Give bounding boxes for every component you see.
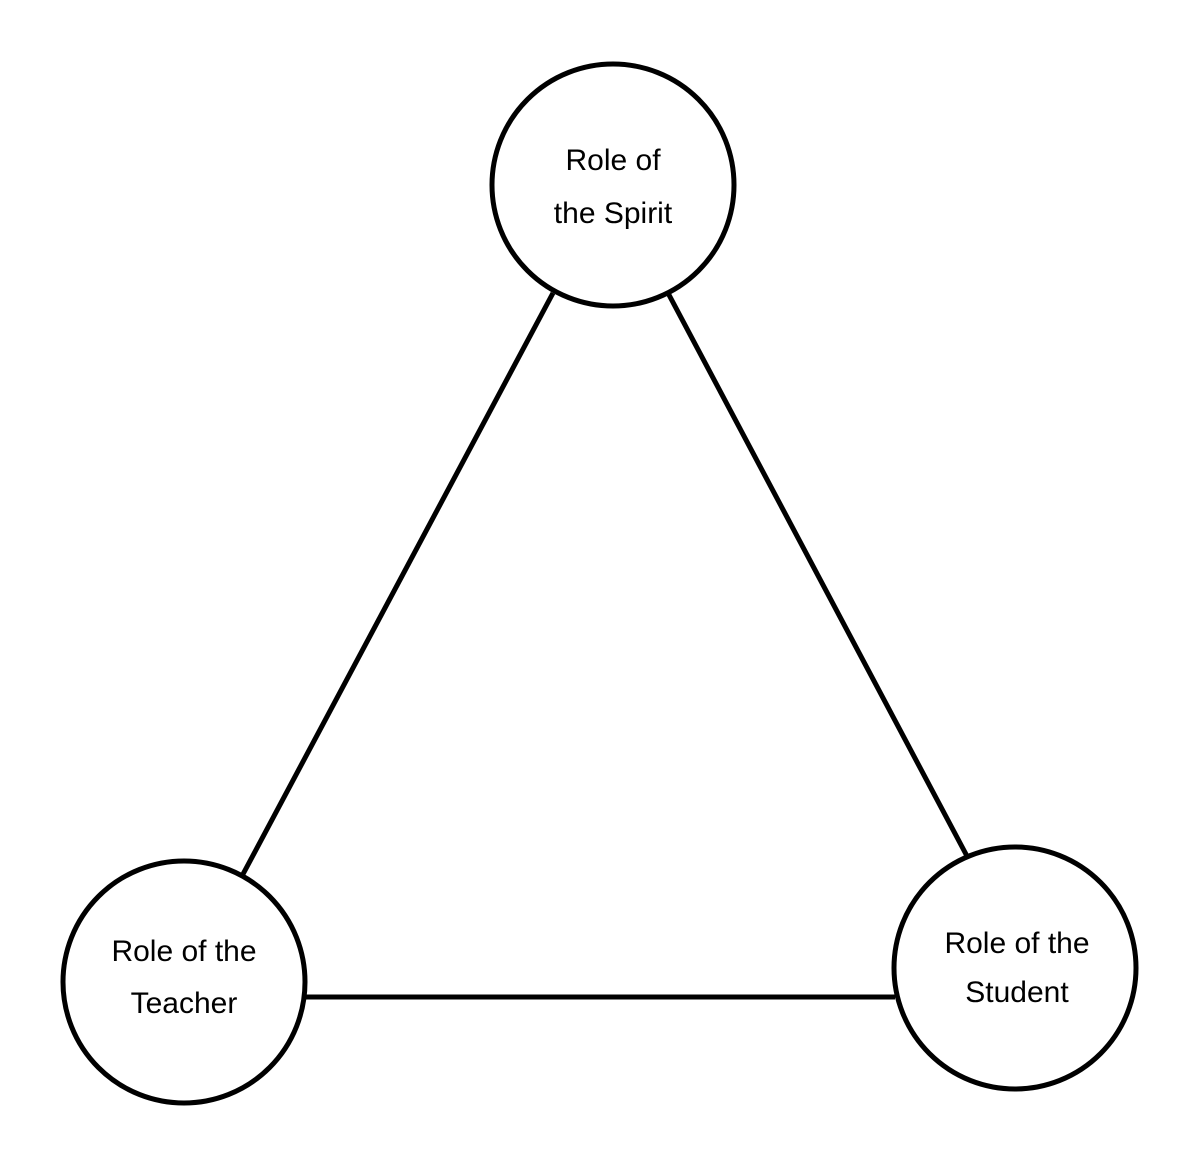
node-teacher: Role of the Teacher <box>60 858 308 1106</box>
node-teacher-circle <box>60 858 308 1106</box>
node-student-label-line1: Role of the <box>944 927 1089 960</box>
node-student-label-line2: Student <box>965 976 1069 1009</box>
node-spirit-circle <box>489 61 737 309</box>
edge-spirit-student <box>665 291 971 860</box>
node-spirit: Role of the Spirit <box>489 61 737 309</box>
node-teacher-label-line1: Role of the <box>111 935 256 968</box>
edge-spirit-teacher <box>239 291 556 878</box>
node-spirit-label-line2: the Spirit <box>554 197 673 230</box>
node-student-circle <box>891 844 1139 1092</box>
node-teacher-label-line2: Teacher <box>131 987 238 1020</box>
node-student: Role of the Student <box>891 844 1139 1092</box>
node-spirit-label-line1: Role of <box>565 144 661 177</box>
